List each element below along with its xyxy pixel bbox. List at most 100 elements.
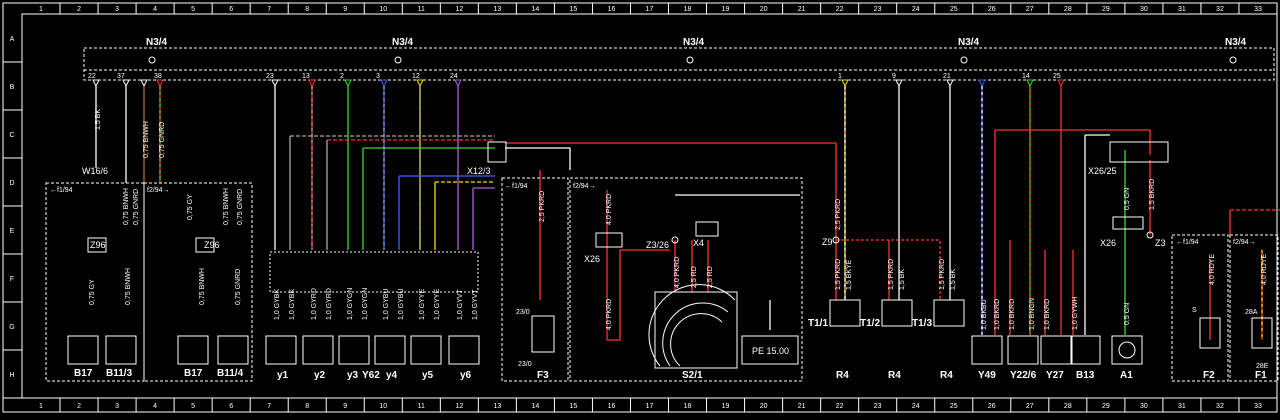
ruler-number: 9 [343, 403, 347, 410]
ruler-number: 6 [229, 6, 233, 13]
ground-icon [686, 56, 694, 64]
pin-label: 2 [340, 73, 344, 80]
wire-label: 1,0 GYBK [289, 289, 296, 320]
wire-label: 1,0 BKRD [994, 299, 1001, 330]
box-date: ←f1/94 [505, 183, 528, 190]
ruler-number: 23 [874, 6, 882, 13]
module-label: N3/4 [392, 37, 414, 48]
valve-y1 [265, 335, 297, 365]
ruler-row: F [10, 276, 14, 283]
pin-label: 12 [412, 73, 420, 80]
ruler-number: 18 [684, 403, 692, 410]
wire-label: 0,75 BNWH [199, 268, 206, 305]
ruler-number: 20 [760, 403, 768, 410]
ruler-number: 32 [1216, 6, 1224, 13]
ruler-number: 5 [191, 6, 195, 13]
connector-label: X4 [693, 238, 704, 248]
wire-label: 4,0 RDYE [1261, 254, 1268, 285]
ruler-number: 21 [798, 403, 806, 410]
ruler-number: 29 [1102, 403, 1110, 410]
ruler-number: 31 [1178, 403, 1186, 410]
module-pins: 22 37 38 23 13 2 3 12 24 1 9 21 14 25 [88, 73, 1061, 80]
ruler-number: 19 [722, 6, 730, 13]
valve-y49 [971, 335, 1003, 365]
ruler-number: 2 [77, 403, 81, 410]
ruler-number: 25 [950, 403, 958, 410]
ruler-number: 22 [836, 6, 844, 13]
component-label: R4 [940, 370, 953, 381]
valve-y6 [448, 335, 480, 365]
ruler-number: 15 [570, 403, 578, 410]
wire-label: 1,0 BKRD [1044, 299, 1051, 330]
ruler-row: H [9, 372, 14, 379]
fuse-f3-top: 23/0 [516, 309, 530, 316]
ruler-row: B [10, 84, 15, 91]
connector-plugs [269, 251, 479, 293]
component-label: R4 [888, 370, 901, 381]
wire-label: 1,5 PKRD [835, 259, 842, 290]
pin-label: 1 [838, 73, 842, 80]
fuse-z96b [195, 237, 215, 253]
ruler-number: 24 [912, 403, 920, 410]
ruler-number: 26 [988, 6, 996, 13]
module-label: N3/4 [683, 37, 705, 48]
valve-y27 [1040, 335, 1072, 365]
transformer-t1-3 [933, 299, 965, 327]
wire-label: 0,75 GNRD [159, 122, 166, 158]
box-date: ←f1/94 [50, 187, 73, 194]
ruler-number: 22 [836, 403, 844, 410]
wire-label: 0,75 GNRD [133, 189, 140, 225]
ground-icon [960, 56, 968, 64]
ruler-row: C [9, 132, 14, 139]
ruler-number: 8 [305, 403, 309, 410]
box-date: f2/94→ [1233, 239, 1256, 246]
ruler-number: 13 [493, 403, 501, 410]
pin-label: 24 [450, 73, 458, 80]
ruler-number: 10 [379, 403, 387, 410]
ruler-number: 28 [1064, 403, 1072, 410]
ruler-number: 3 [115, 403, 119, 410]
connector-x26-left [595, 232, 623, 248]
splice-z3-26 [671, 236, 679, 244]
ruler-number: 24 [912, 6, 920, 13]
fuse-f3 [531, 315, 555, 353]
component-label: y4 [386, 370, 398, 381]
sensor-b17b [177, 335, 209, 365]
sensor-b11-4 [217, 335, 249, 365]
wire-label: 0,75 GY [187, 194, 194, 220]
ruler-number: 27 [1026, 403, 1034, 410]
ruler-number: 28 [1064, 6, 1072, 13]
sensor-b17a [67, 335, 99, 365]
components [67, 284, 1273, 369]
component-label: A1 [1120, 370, 1133, 381]
ruler-row: E [10, 228, 15, 235]
wire-label: 0,5 GN [1124, 188, 1131, 210]
ruler-number: 13 [493, 6, 501, 13]
ruler-number: 1 [39, 403, 43, 410]
box-date: ←f1/94 [1176, 239, 1199, 246]
component-label: B17 [184, 368, 203, 379]
wire-label: 2,5 RD [691, 266, 698, 288]
pin-label: 21 [943, 73, 951, 80]
pin-label: 38 [154, 73, 162, 80]
valve-y3 [338, 335, 370, 365]
ruler-number: 27 [1026, 6, 1034, 13]
pin-label: 9 [892, 73, 896, 80]
ruler-number: 15 [570, 6, 578, 13]
wire-label: 1,0 GYVT [472, 289, 479, 320]
component-label: T1/1 [808, 318, 828, 329]
control-module-n3-4: N3/4 N3/4 N3/4 N3/4 N3/4 [83, 37, 1275, 81]
valve-y5 [410, 335, 442, 365]
component-label: T1/2 [860, 318, 880, 329]
pin-label: 14 [1022, 73, 1030, 80]
connector-label: Z9 [822, 237, 833, 247]
ruler-number: 21 [798, 6, 806, 13]
wire-label: 2,5 PKRD [835, 199, 842, 230]
ruler-number: 14 [532, 6, 540, 13]
pin-label: 23 [266, 73, 274, 80]
wire-label: 0,75 BNWH [143, 121, 150, 158]
component-label: Y27 [1046, 370, 1064, 381]
